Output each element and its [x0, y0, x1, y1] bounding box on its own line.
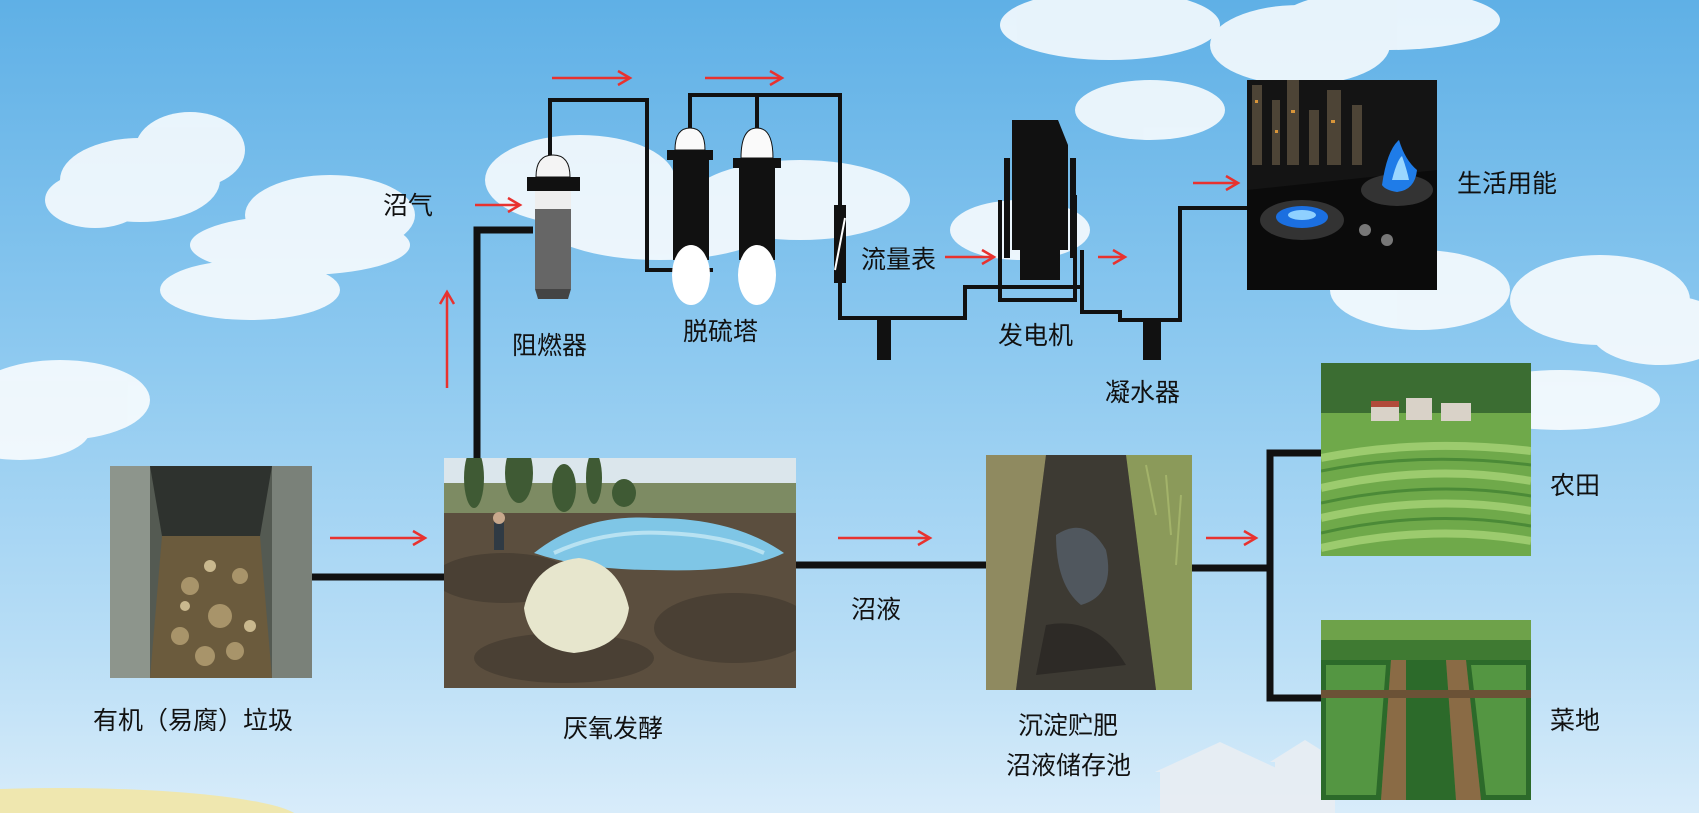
label-storage-line2: 沼液储存池: [1006, 751, 1132, 780]
pipe-network: [312, 93, 1321, 702]
label-biogas: 沼气: [383, 191, 434, 220]
flow-arrow: [705, 69, 785, 87]
label-generator: 发电机: [998, 321, 1074, 350]
flow-arrows: [330, 69, 1259, 547]
label-flowmeter: 流量表: [861, 245, 937, 274]
label-condenser: 凝水器: [1105, 378, 1181, 407]
condenser-icon: [1143, 318, 1161, 360]
label-flame-arrester: 阻燃器: [512, 331, 588, 360]
flow-arrow: [438, 289, 456, 388]
slurry-pond-photo: [986, 455, 1192, 690]
label-household-energy: 生活用能: [1457, 169, 1558, 198]
label-anaerobic-fermentation: 厌氧发酵: [563, 714, 664, 743]
flow-arrow: [330, 529, 428, 547]
generator-icon: [1004, 120, 1076, 280]
biogas-digester-photo: [444, 458, 796, 688]
desulfurization-tower-icon: [667, 127, 781, 305]
flow-arrow: [1193, 174, 1241, 192]
label-vegetable-plot: 菜地: [1550, 706, 1601, 735]
flowmeter-icon: [834, 205, 891, 360]
vegetable-garden-photo: [1321, 620, 1531, 800]
flow-arrow: [945, 248, 997, 266]
flow-arrow: [1098, 248, 1128, 266]
label-farmland: 农田: [1550, 471, 1601, 500]
flow-arrow: [552, 69, 633, 87]
flow-arrow: [1206, 529, 1259, 547]
waste-pit-photo: [110, 466, 312, 678]
terraced-field-photo: [1321, 363, 1531, 556]
flow-arrow: [475, 196, 523, 214]
flow-arrow: [838, 529, 933, 547]
label-organic-waste: 有机（易腐）垃圾: [93, 706, 294, 735]
flame-arrester-icon: [527, 154, 580, 299]
label-storage-line1: 沉淀贮肥: [1018, 711, 1119, 740]
gas-stove-photo: [1247, 80, 1437, 290]
label-biogas-slurry: 沼液: [851, 595, 902, 624]
label-desulfurization-tower: 脱硫塔: [683, 317, 759, 346]
